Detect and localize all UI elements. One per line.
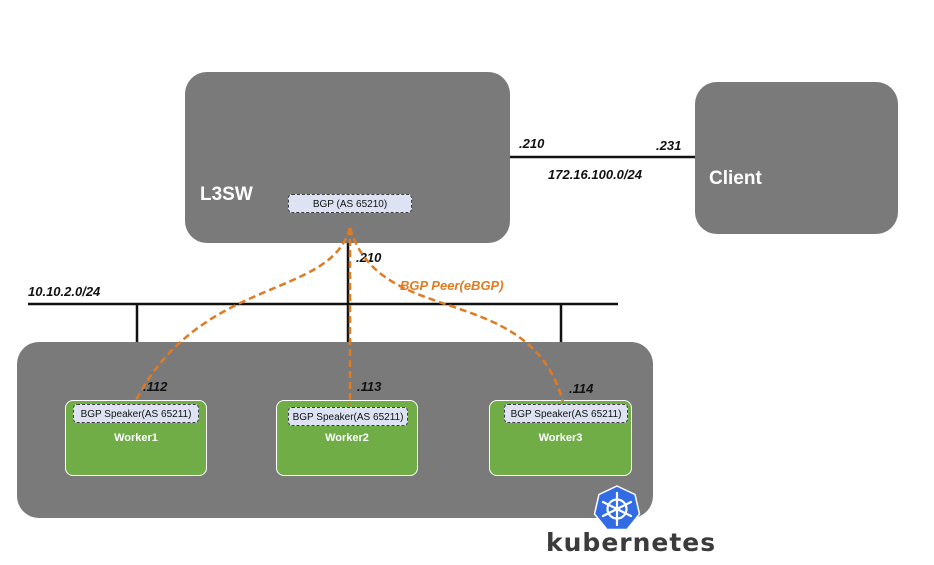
worker2-ip: .113 <box>357 379 382 394</box>
worker3-ip: .114 <box>569 381 594 396</box>
kubernetes-cluster-box: BGP Speaker(AS 65211) Worker1 BGP Speake… <box>17 342 653 518</box>
kubernetes-helm-icon <box>592 484 642 532</box>
uplink-left-ip: .210 <box>519 136 545 151</box>
worker2-node: BGP Speaker(AS 65211) Worker2 <box>276 400 418 476</box>
uplink-right-ip: .231 <box>656 138 682 153</box>
worker1-bgp-tag: BGP Speaker(AS 65211) <box>73 404 199 423</box>
bgp-peer-label: BGP Peer(eBGP) <box>400 278 504 293</box>
client-box: Client <box>695 82 898 234</box>
l3sw-bgp-tag: BGP (AS 65210) <box>288 194 412 213</box>
worker2-bgp-tag: BGP Speaker(AS 65211) <box>288 407 408 426</box>
worker1-label: Worker1 <box>114 432 158 444</box>
uplink-subnet: 172.16.100.0/24 <box>548 167 642 182</box>
lan-subnet: 10.10.2.0/24 <box>28 284 101 299</box>
l3sw-label: L3SW <box>200 184 253 205</box>
kubernetes-wordmark: kubernetes <box>546 528 717 557</box>
worker3-label: Worker3 <box>538 432 583 444</box>
worker1-ip: .112 <box>143 379 168 394</box>
l3sw-down-ip: .210 <box>356 250 382 265</box>
worker1-node: BGP Speaker(AS 65211) Worker1 <box>65 400 207 476</box>
client-label: Client <box>709 168 762 189</box>
l3sw-box: L3SW BGP (AS 65210) <box>185 72 510 243</box>
worker2-label: Worker2 <box>325 432 369 444</box>
worker3-bgp-tag: BGP Speaker(AS 65211) <box>504 404 628 423</box>
worker3-node: BGP Speaker(AS 65211) Worker3 <box>489 400 632 476</box>
